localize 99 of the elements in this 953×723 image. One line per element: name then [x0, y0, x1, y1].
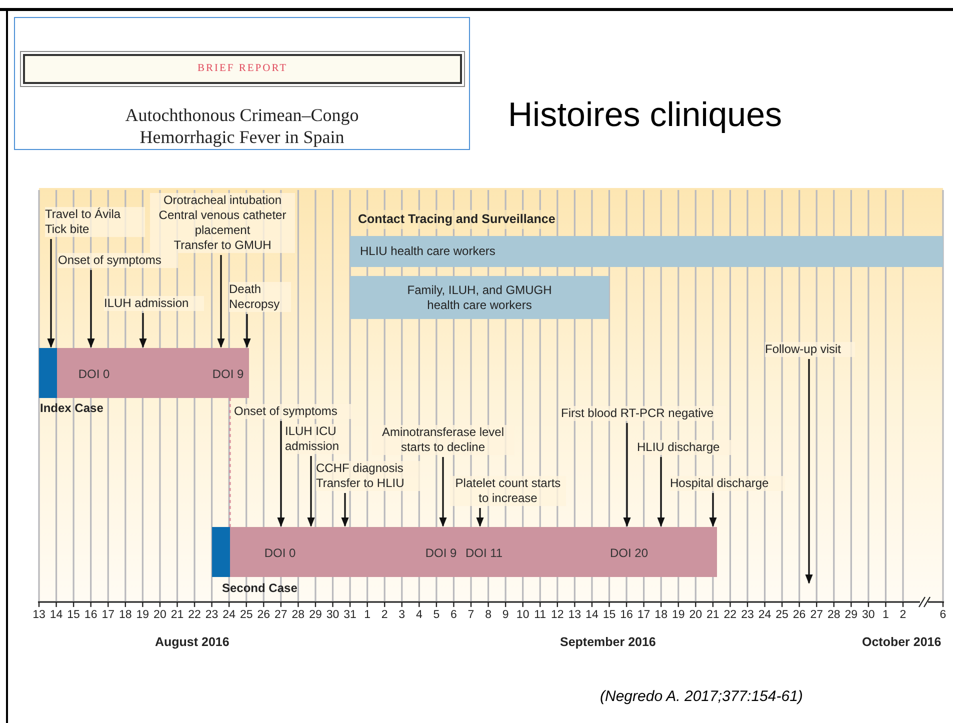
arrow	[657, 457, 665, 527]
tick-label: 9	[502, 608, 509, 622]
case-bar	[39, 348, 249, 398]
tick-label: 17	[637, 608, 650, 622]
article-header-card	[14, 17, 470, 150]
tick-label: 8	[485, 608, 492, 622]
event-label: Hospital discharge	[670, 476, 785, 491]
arrow	[476, 508, 484, 527]
arrow	[709, 493, 717, 527]
tick-label: 27	[274, 608, 288, 622]
event-label: Orotracheal intubation Central venous catheter placement Transfer to GMUH	[150, 193, 295, 253]
tick-label: 30	[862, 608, 875, 622]
tick-label: 24	[222, 608, 236, 622]
tick-label: 3	[398, 608, 406, 622]
case-bar	[212, 527, 717, 577]
tick-label: 11	[534, 608, 546, 622]
arrow	[243, 314, 251, 348]
tick-label: 16	[84, 608, 98, 622]
tick-label: 2	[381, 608, 388, 622]
arrow	[87, 270, 95, 348]
tick-label: 15	[602, 608, 616, 622]
tick-label: 29	[844, 608, 858, 622]
surveillance-band: HLIU health care workers	[350, 236, 943, 267]
tick-label: 14	[50, 608, 63, 622]
tick-label: 13	[568, 608, 582, 622]
month-label: October 2016	[862, 634, 942, 651]
slide-title: Histoires cliniques	[508, 95, 782, 135]
doi-label: DOI 9	[212, 366, 244, 383]
tick-label: 6	[450, 608, 457, 622]
tick-label: 19	[672, 608, 685, 622]
tick-label: 24	[758, 608, 772, 622]
tick-label: 23	[205, 608, 218, 622]
tick-label: 5	[433, 608, 440, 622]
arrow	[805, 359, 813, 584]
case-label: Index Case	[40, 400, 104, 417]
event-label: ILUH admission	[104, 296, 204, 311]
tick-label: 28	[827, 608, 840, 622]
event-label: Platelet count starts to increase	[450, 476, 566, 506]
tick-label: 21	[706, 608, 720, 622]
event-label: Onset of symptoms	[58, 253, 178, 268]
arrow	[139, 313, 147, 348]
tick-label: 14	[586, 608, 598, 622]
tick-label: 18	[654, 608, 668, 622]
tick-label: 17	[102, 608, 114, 622]
doi-label: DOI 0	[78, 366, 110, 383]
doi-label: DOI 0	[264, 545, 296, 562]
doi-label: DOI 20	[610, 545, 648, 562]
citation: (Negredo A. 2017;377:154-61)	[600, 687, 803, 707]
tick-label: 31	[344, 608, 356, 622]
tick-label: 29	[309, 608, 322, 622]
section-heading: Contact Tracing and Surveillance	[358, 210, 556, 229]
tick-label: 25	[240, 608, 253, 622]
tick-label: 20	[154, 608, 166, 622]
arrow	[341, 493, 349, 527]
tick-label: 15	[67, 608, 80, 622]
month-label: September 2016	[560, 634, 656, 651]
section-banner: BRIEF REPORT	[23, 54, 462, 84]
tick-label: 20	[689, 608, 702, 622]
tick-label: 19	[136, 608, 150, 622]
arrow	[47, 239, 55, 348]
arrow	[623, 423, 631, 527]
arrow	[277, 421, 285, 527]
tick-label: 21	[170, 608, 184, 622]
tick-label: 6	[940, 608, 946, 622]
doi-label: DOI 11	[465, 545, 503, 562]
tick-label: 1	[364, 608, 371, 622]
event-label: HLIU discharge	[637, 440, 732, 455]
case-label: Second Case	[222, 580, 298, 597]
doi-label: DOI 9	[425, 545, 457, 562]
surveillance-band: Family, ILUH, and GMUGH health care workers	[350, 276, 609, 319]
tick-label: 13	[32, 608, 46, 622]
event-label: Travel to Ávila Tick bite	[45, 207, 145, 237]
month-label: August 2016	[155, 634, 230, 651]
tick-label: 18	[119, 608, 132, 622]
tick-label: 23	[741, 608, 754, 622]
event-label: Death Necropsy	[229, 282, 291, 312]
tick-label: 22	[724, 608, 737, 622]
tick-label: 1	[882, 608, 889, 622]
dashed-connector	[229, 398, 231, 527]
arrow	[217, 255, 225, 348]
tick-label: 10	[516, 608, 530, 622]
tick-label: 26	[792, 608, 806, 622]
article-title: Autochthonous Crimean–Congo Hemorrhagic Fever in Spain	[124, 104, 360, 148]
arrow	[439, 457, 447, 527]
tick-label: 22	[188, 608, 201, 622]
tick-label: 2	[900, 608, 906, 622]
event-label: Follow-up visit	[765, 342, 855, 357]
tick-label: 4	[416, 608, 422, 622]
tick-label: 16	[620, 608, 633, 622]
tick-label: 26	[257, 608, 270, 622]
arrow	[307, 456, 315, 527]
tick-label: 27	[810, 608, 823, 622]
tick-label: 7	[468, 608, 474, 622]
tick-label: 28	[292, 608, 305, 622]
event-label: Onset of symptoms	[234, 404, 352, 419]
event-label: CCHF diagnosis Transfer to HLIU	[316, 461, 420, 491]
tick-label: 30	[326, 608, 340, 622]
tick-label: 12	[551, 608, 564, 622]
tick-label: 25	[776, 608, 788, 622]
